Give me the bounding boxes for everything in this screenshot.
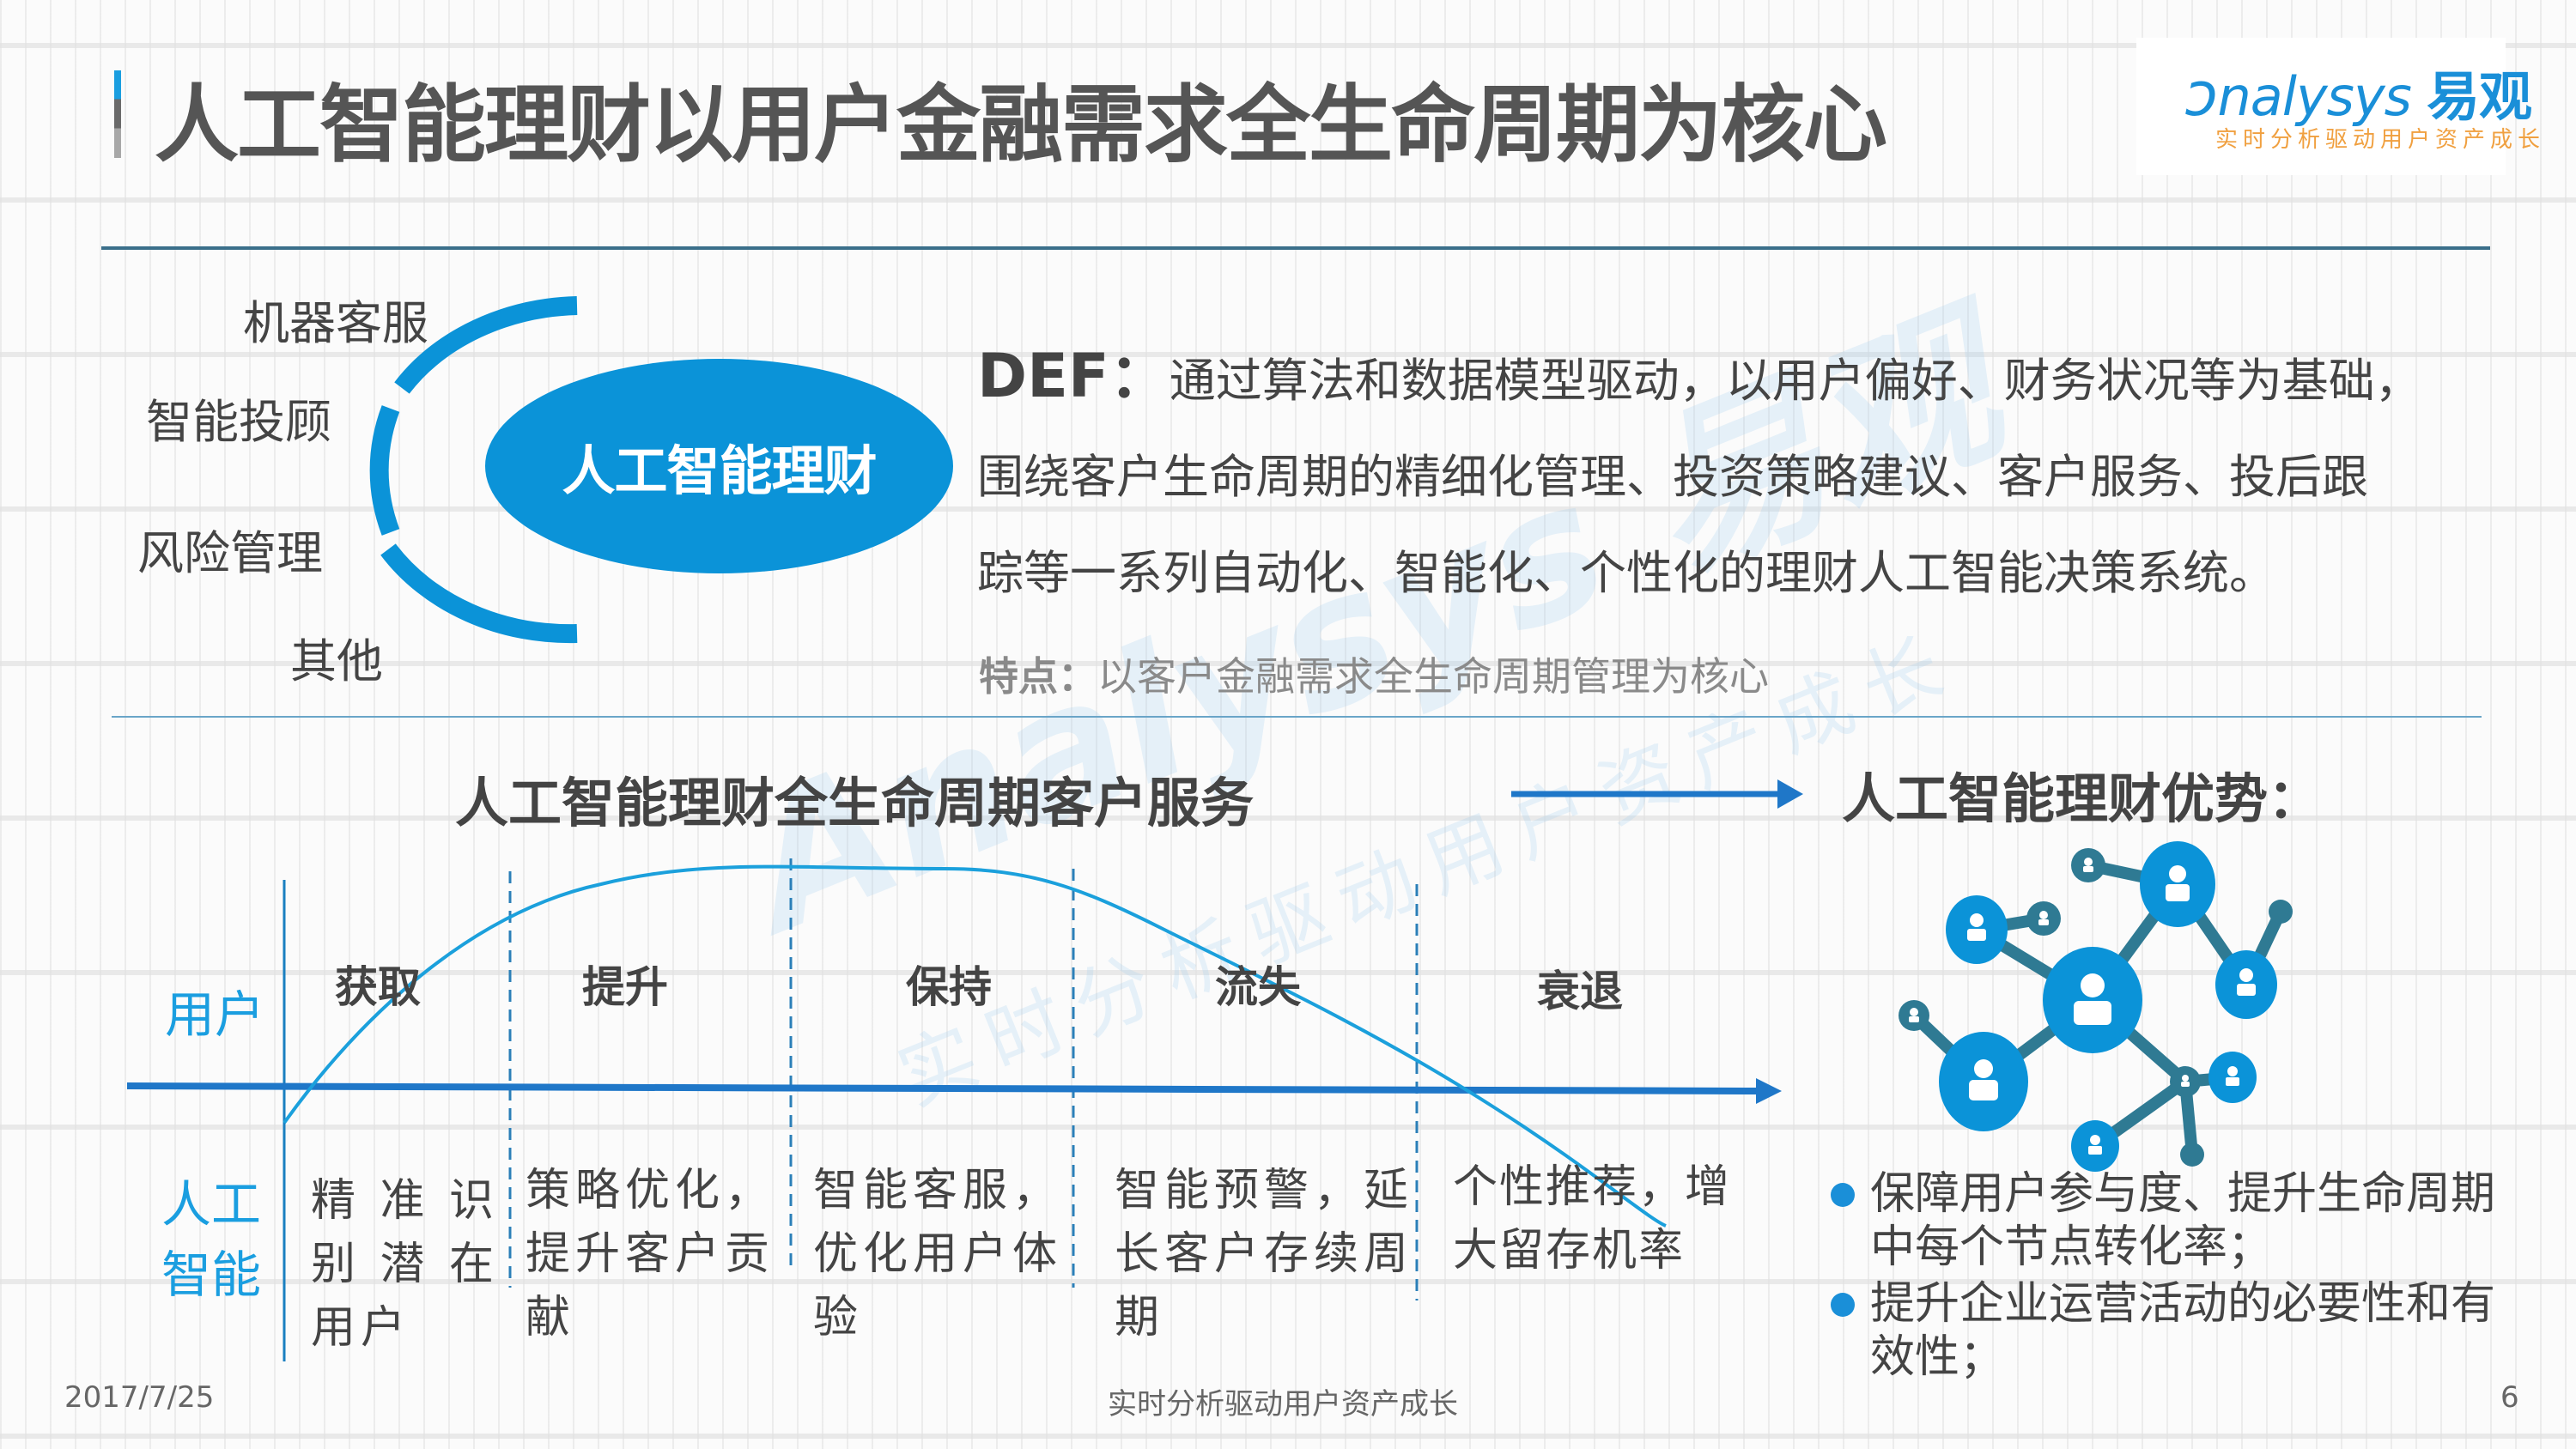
arc-item-other: 其他 [290,634,383,688]
stage-desc-retain: 智能客服， 优化用户体 验 [813,1159,1062,1349]
desc-line: 提升客户贡 [526,1228,775,1280]
logo-box [2136,38,2506,175]
advantage-item: 保障用户参与度、提升生命周期中每个节点转化率； [1820,1167,2524,1274]
advantages-title: 人工智能理财优势： [1842,767,2322,830]
desc-line: 个性推荐，增 [1453,1161,1732,1213]
header-divider [101,246,2490,250]
section-divider [112,716,2482,718]
footer-tagline: 实时分析驱动用户资产成长 [1108,1387,1458,1422]
feature-label: 特点： [979,653,1097,700]
desc-line: 优化用户体 [813,1228,1063,1280]
desc-line: 大留存机率 [1453,1225,1686,1276]
stage-desc-decline: 个性推荐，增 大留存机率 [1453,1155,1731,1282]
row-label-ai-line1: 人工 [161,1175,262,1234]
arc-item-robot-service: 机器客服 [243,296,428,350]
row-label-user: 用户 [165,985,265,1044]
def-line-2: 围绕客户生命周期的精细化管理、投资策略建议、客户服务、投后跟 [977,450,2368,504]
stage-churn: 流失 [1215,962,1301,1012]
logo-cn: 易观 [2426,65,2532,128]
logo-tagline: 实时分析驱动用户资产成长 [2215,127,2546,153]
desc-line: 验 [813,1292,864,1343]
stage-desc-acquire: 精 准 识 别 潜 在 用户 [311,1169,499,1360]
lifecycle-title: 人工智能理财全生命周期客户服务 [455,772,1255,834]
desc-line: 长客户存续周 [1115,1228,1414,1280]
bullet-dot-icon [1831,1293,1855,1317]
footer-date: 2017/7/25 [64,1380,215,1415]
advantage-item: 提升企业运营活动的必要性和有效性； [1820,1277,2524,1384]
desc-line: 策略优化， [526,1165,775,1216]
stage-retain: 保持 [906,962,992,1012]
stage-acquire: 获取 [335,962,421,1012]
def-line-1: 通过算法和数据模型驱动，以用户偏好、财务状况等为基础， [1169,354,2421,408]
desc-line: 智能客服， [813,1165,1063,1216]
arc-item-robo-advisor: 智能投顾 [146,395,331,449]
desc-line: 精 准 识 [311,1175,500,1227]
stage-improve: 提升 [582,962,668,1012]
center-ellipse: 人工智能理财 [485,359,953,573]
def-line-3: 踪等一系列自动化、智能化、个性化的理财人工智能决策系统。 [977,546,2275,600]
def-label: DEF： [977,341,1170,411]
logo-text: nalysys [2217,65,2411,128]
page-title: 人工智能理财以用户金融需求全生命周期为核心 [155,76,1887,174]
page-number: 6 [2500,1380,2519,1415]
stage-decline: 衰退 [1537,967,1623,1016]
logo-a-swoosh-icon: ↄ [2185,59,2218,130]
advantage-text: 提升企业运营活动的必要性和有效性； [1870,1278,2496,1383]
definition-block: DEF：通过算法和数据模型驱动，以用户偏好、财务状况等为基础， 围绕客户生命周期… [977,328,2523,621]
advantages-list: 保障用户参与度、提升生命周期中每个节点转化率； 提升企业运营活动的必要性和有效性… [1820,1167,2524,1387]
advantage-text: 保障用户参与度、提升生命周期中每个节点转化率； [1870,1168,2496,1273]
bullet-dot-icon [1831,1183,1855,1207]
desc-line: 别 潜 在 [311,1239,500,1290]
feature-text: 以客户金融需求全生命周期管理为核心 [1097,653,1769,700]
row-label-ai-line2: 智能 [161,1246,262,1304]
arc-item-risk-management: 风险管理 [137,526,323,580]
row-label-ai: 人工 智能 [161,1169,261,1310]
stage-desc-improve: 策略优化， 提升客户贡 献 [526,1159,775,1349]
desc-line: 智能预警，延 [1115,1165,1414,1216]
stage-desc-churn: 智能预警，延 长客户存续周 期 [1115,1159,1413,1349]
title-accent-bar [114,70,121,158]
center-label: 人工智能理财 [562,440,877,502]
feature-line: 特点：以客户金融需求全生命周期管理为核心 [979,646,1769,702]
desc-line: 期 [1115,1292,1165,1343]
desc-line: 献 [526,1292,576,1343]
desc-line: 用户 [311,1302,411,1354]
